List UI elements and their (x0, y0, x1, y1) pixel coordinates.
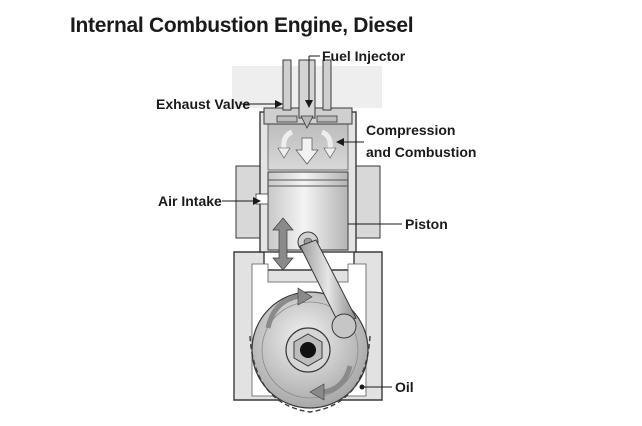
label-exhaust-valve: Exhaust Valve (156, 96, 251, 112)
oil-level-line (249, 335, 371, 413)
leader-air-intake-arrow (253, 197, 261, 205)
leader-oil-dot (359, 384, 365, 390)
swirl-arrowhead-right (323, 147, 337, 159)
intake-valve-head (316, 115, 338, 123)
right-side-block (355, 165, 381, 239)
rotation-arrowhead-top (297, 287, 313, 306)
label-air-intake: Air Intake (158, 193, 222, 209)
exhaust-valve-stem (282, 59, 292, 111)
rotation-arrow-top (265, 293, 301, 329)
injection-arrow-down (295, 137, 319, 165)
label-piston: Piston (405, 216, 448, 232)
connecting-rod (299, 239, 357, 327)
label-compression: Compression (366, 122, 456, 138)
fuel-injector-tip (300, 115, 314, 129)
rotation-arrowhead-bottom (309, 383, 325, 401)
rotation-arrow-bottom (321, 365, 353, 395)
exhaust-valve-head (276, 115, 298, 123)
leader-compression-arrow (336, 138, 344, 146)
label-oil: Oil (395, 379, 414, 395)
crank-disc-edge (261, 301, 359, 399)
swirl-arrowhead-left (277, 147, 291, 159)
diagram-title: Internal Combustion Engine, Diesel (70, 14, 414, 37)
piston-motion-arrow (272, 217, 294, 271)
fuel-injector-body (298, 59, 316, 119)
label-and-combustion: and Combustion (366, 144, 477, 160)
crankshaft-center (300, 342, 316, 358)
leader-fuel-injector-arrow (305, 100, 313, 108)
label-fuel-injector: Fuel Injector (322, 48, 406, 64)
crankpin (331, 313, 357, 339)
leader-exhaust-valve-arrow (275, 100, 283, 108)
intake-valve-stem (322, 59, 332, 111)
